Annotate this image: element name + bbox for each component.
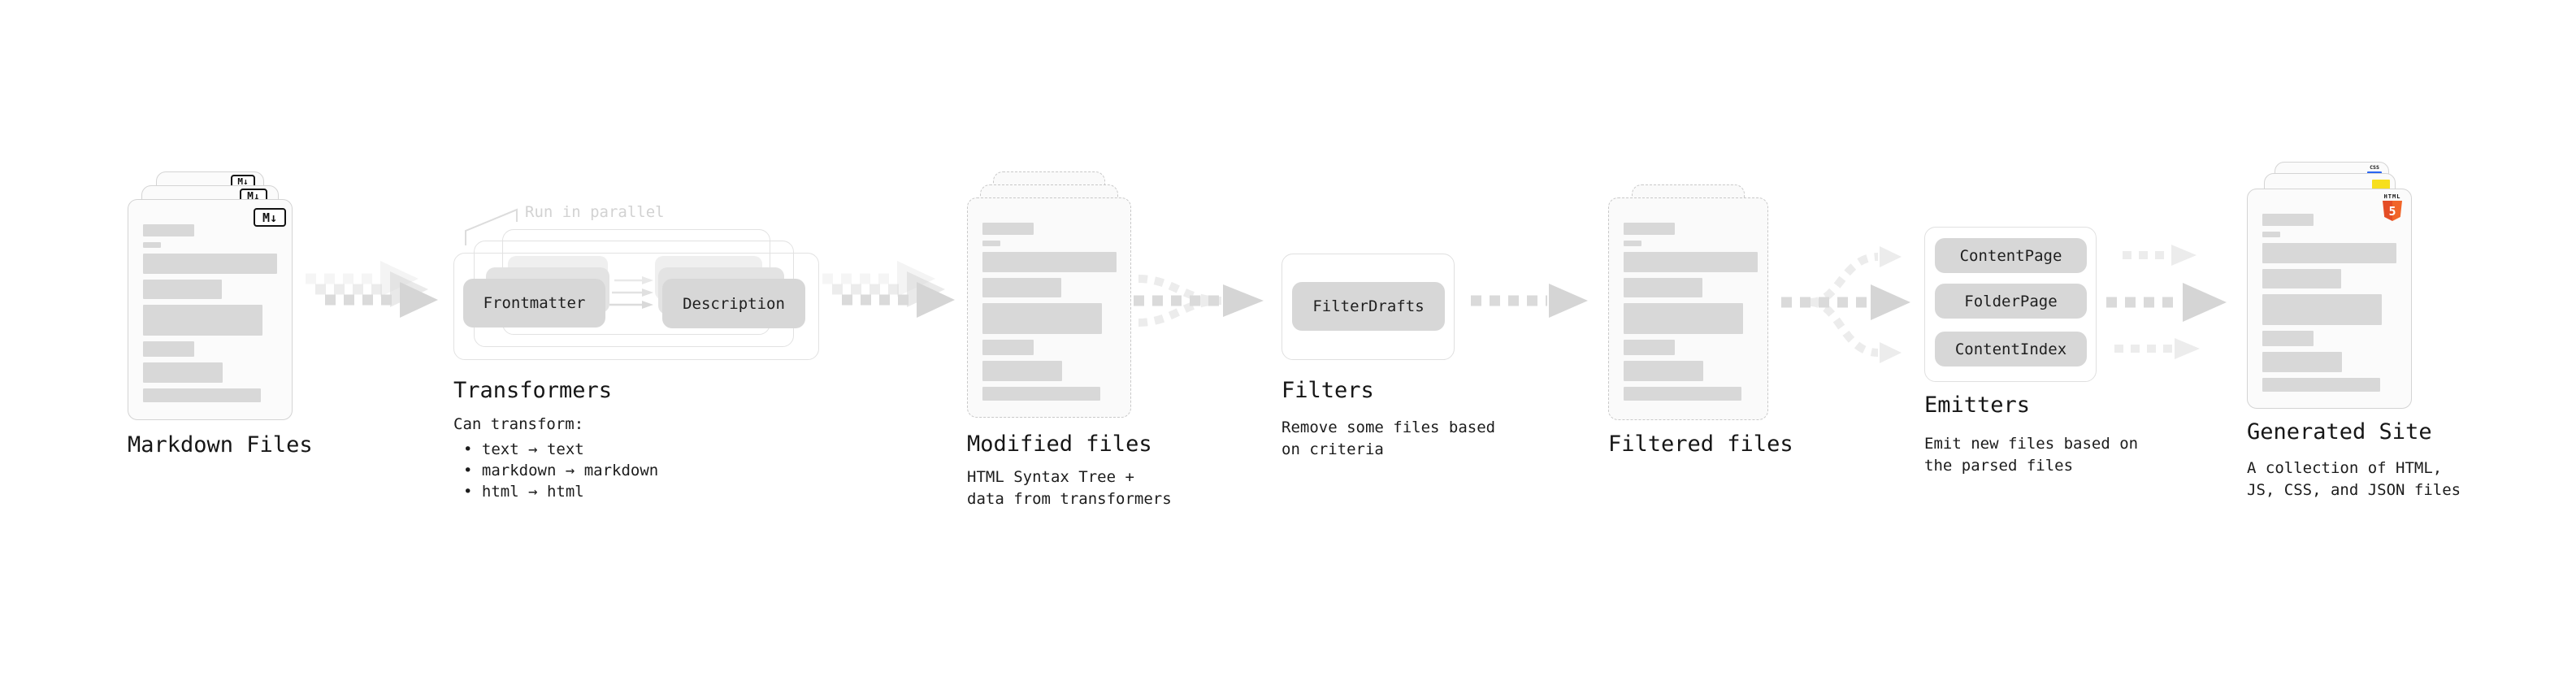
placeholder-line (1624, 303, 1743, 334)
bullet-item: • text → text (463, 440, 584, 458)
placeholder-line (982, 361, 1062, 381)
placeholder-line (982, 387, 1100, 401)
placeholder-line (982, 241, 1000, 246)
transformer-node-description: Description (662, 279, 805, 328)
arrow-contentpage-output (2123, 245, 2197, 266)
arrow-transformers-to-modified (822, 261, 955, 318)
placeholder-line (143, 305, 262, 336)
file-card-html: HTML 5 (2247, 189, 2412, 409)
station-title-filters: Filters (1281, 378, 1374, 403)
arrow-markdown-to-transformers (306, 261, 438, 318)
modified-files-description: HTML Syntax Tree + data from transformer… (967, 468, 1172, 508)
emitter-node-contentindex: ContentIndex (1935, 332, 2087, 367)
transformer-box-front (453, 253, 819, 360)
file-content-placeholder (2262, 214, 2396, 392)
station-title-modified-files: Modified files (967, 432, 1152, 457)
emitter-node-contentpage: ContentPage (1935, 238, 2087, 273)
file-card-front (967, 197, 1131, 418)
emitters-description: Emit new files based on the parsed files (1924, 435, 2139, 475)
placeholder-line (1624, 387, 1741, 401)
transformers-intro-text: Can transform: (453, 415, 584, 433)
placeholder-line (1624, 252, 1758, 272)
placeholder-line (1624, 241, 1641, 246)
arrow-folderpage-output (2106, 283, 2227, 322)
run-in-parallel-leader-line (465, 208, 518, 245)
placeholder-line (2262, 269, 2341, 288)
placeholder-line (2262, 214, 2314, 226)
transformers-bullet-list: • text → text • markdown → markdown • ht… (463, 439, 658, 502)
placeholder-line (982, 252, 1117, 272)
file-content-placeholder (1624, 223, 1758, 401)
file-card-front (1608, 197, 1768, 420)
js-badge-icon (2372, 180, 2390, 189)
arrow-contentindex-output (2114, 338, 2200, 359)
placeholder-line (143, 242, 161, 248)
bullet-item: • html → html (463, 483, 584, 501)
emitter-node-folderpage: FolderPage (1935, 284, 2087, 319)
placeholder-line (982, 278, 1061, 297)
html5-shield: 5 (2383, 201, 2402, 221)
css-badge-label: CSS (2370, 164, 2379, 171)
filters-description: Remove some files based on criteria (1281, 419, 1496, 458)
arrow-modified-to-filters-merge (1134, 275, 1264, 327)
placeholder-line (1624, 340, 1675, 355)
station-title-transformers: Transformers (453, 378, 613, 403)
station-title-markdown-files: Markdown Files (128, 432, 313, 458)
placeholder-line (2262, 331, 2314, 346)
transformer-node-frontmatter: Frontmatter (463, 279, 605, 327)
placeholder-line (1624, 278, 1702, 297)
html5-badge-label: HTML (2383, 193, 2401, 200)
markdown-badge-icon: M↓ (231, 175, 255, 189)
placeholder-line (2262, 232, 2280, 237)
placeholder-line (143, 362, 223, 383)
placeholder-line (143, 254, 277, 274)
placeholder-line (982, 223, 1034, 235)
placeholder-line (2262, 294, 2382, 325)
placeholder-line (143, 388, 261, 402)
run-in-parallel-label: Run in parallel (525, 203, 665, 221)
arrows-emitters-to-generated (2106, 245, 2227, 359)
placeholder-line (143, 341, 194, 357)
placeholder-line (1624, 361, 1703, 381)
css-badge-bar (2367, 171, 2382, 174)
placeholder-line (982, 303, 1102, 334)
html5-badge-icon: HTML 5 (2382, 193, 2403, 221)
station-title-filtered-files: Filtered files (1608, 432, 1793, 457)
arrow-filters-to-filtered (1471, 284, 1588, 318)
css-badge-icon: CSS (2367, 165, 2382, 174)
arrow-filtered-to-emitters-fanout (1781, 246, 1910, 363)
file-content-placeholder (982, 223, 1117, 401)
placeholder-line (2262, 243, 2396, 263)
station-title-emitters: Emitters (1924, 393, 2031, 418)
placeholder-line (1624, 223, 1675, 235)
parallel-flow-arrows-icon (609, 276, 653, 309)
file-content-placeholder (143, 224, 277, 402)
placeholder-line (2262, 352, 2342, 372)
placeholder-line (982, 340, 1034, 355)
filter-node-filterdrafts: FilterDrafts (1292, 282, 1445, 331)
station-title-generated-site: Generated Site (2247, 419, 2432, 445)
placeholder-line (143, 224, 194, 236)
generated-site-description: A collection of HTML, JS, CSS, and JSON … (2247, 459, 2461, 499)
file-card-front: M↓ (128, 199, 293, 420)
markdown-badge-icon: M↓ (254, 208, 286, 227)
placeholder-line (143, 280, 222, 299)
bullet-item: • markdown → markdown (463, 462, 659, 479)
placeholder-line (2262, 378, 2380, 392)
